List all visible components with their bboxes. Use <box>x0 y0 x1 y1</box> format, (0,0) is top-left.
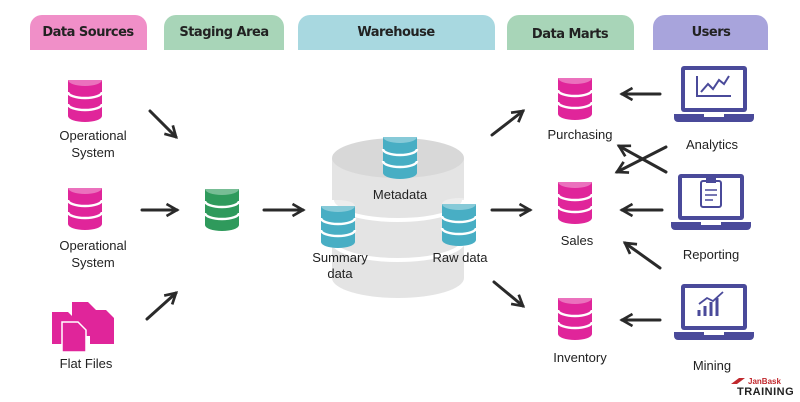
arrow-icon <box>622 241 662 270</box>
sales-database-icon <box>556 174 594 226</box>
purchasing-database-icon <box>556 70 594 122</box>
user-label-analytics: Analytics <box>686 137 739 152</box>
janbask-training-logo: JanBask TRAINING <box>731 377 794 398</box>
svg-text:JanBask: JanBask <box>748 377 781 386</box>
svg-text:Staging Area: Staging Area <box>179 25 268 40</box>
header-data-sources: Data Sources <box>30 15 147 50</box>
arrow-icon <box>145 291 179 321</box>
arrow-icon <box>490 109 526 137</box>
inventory-database-icon <box>556 290 594 342</box>
analytics-laptop-icon <box>674 66 754 122</box>
user-label-mining: Mining <box>693 358 731 373</box>
metadata-database-icon <box>381 129 419 181</box>
svg-text:Data Sources: Data Sources <box>42 25 134 40</box>
svg-text:Warehouse: Warehouse <box>357 25 435 40</box>
mart-label-purchasing: Purchasing <box>547 127 612 142</box>
flat-files-icon <box>52 302 114 353</box>
source-label-flat-files: Flat Files <box>60 356 113 371</box>
mart-label-sales: Sales <box>561 233 594 248</box>
arrow-icon <box>492 280 526 308</box>
mart-label-inventory: Inventory <box>553 350 607 365</box>
warehouse-label-raw: Raw data <box>433 250 489 265</box>
arrow-icon <box>616 144 668 174</box>
raw-database-icon <box>440 196 478 248</box>
svg-text:Users: Users <box>692 25 732 40</box>
summary-database-icon <box>319 198 357 250</box>
mining-laptop-icon <box>674 284 754 340</box>
svg-text:TRAINING: TRAINING <box>737 386 794 398</box>
arrow-icon <box>148 109 178 139</box>
header-users: Users <box>653 15 768 50</box>
header-warehouse: Warehouse <box>298 15 495 50</box>
header-data-marts: Data Marts <box>507 15 634 50</box>
database-icon <box>66 72 104 124</box>
staging-database-icon <box>203 181 241 233</box>
warehouse-label-metadata: Metadata <box>373 187 428 202</box>
svg-text:Data Marts: Data Marts <box>532 27 609 42</box>
header-staging-area: Staging Area <box>164 15 284 50</box>
user-label-reporting: Reporting <box>683 247 739 262</box>
database-icon <box>66 180 104 232</box>
reporting-laptop-icon <box>671 174 751 230</box>
